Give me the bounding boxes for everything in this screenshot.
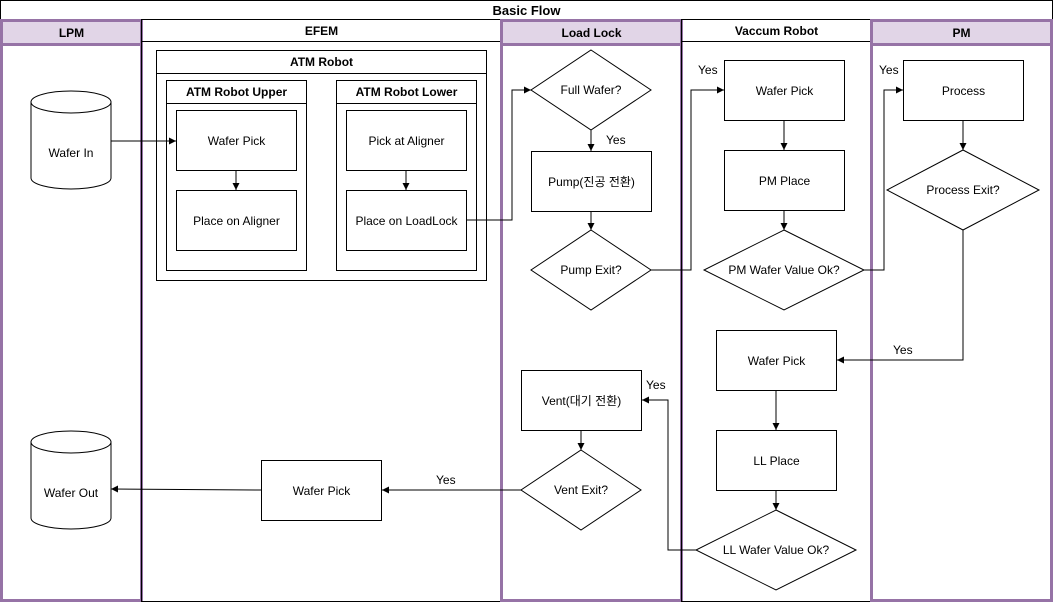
vent-exit-label: Vent Exit? xyxy=(554,483,608,497)
vr-wafer-pick-box[interactable]: Wafer Pick xyxy=(724,60,845,121)
edge-label-yes-pm-ok: Yes xyxy=(879,63,899,77)
wafer-out-cylinder[interactable]: Wafer Out xyxy=(30,430,112,530)
edge-pm-ok-to-process xyxy=(864,86,903,271)
edge-label-yes-pump: Yes xyxy=(698,63,718,77)
lane-pm: PM xyxy=(870,19,1053,602)
edge-label-yes-full: Yes xyxy=(606,133,626,147)
pump-exit-decision[interactable]: Pump Exit? xyxy=(530,229,652,311)
process-box[interactable]: Process xyxy=(903,60,1024,121)
efem-wafer-pick-out-box[interactable]: Wafer Pick xyxy=(261,460,382,521)
full-wafer-decision[interactable]: Full Wafer? xyxy=(530,49,652,131)
efem-wafer-pick-box[interactable]: Wafer Pick xyxy=(176,110,297,171)
lane-pm-header: PM xyxy=(873,22,1050,46)
vent-box[interactable]: Vent(대기 전환) xyxy=(521,370,642,431)
process-exit-label: Process Exit? xyxy=(926,183,1000,197)
lane-vaccum-robot-header: Vaccum Robot xyxy=(682,20,871,42)
pick-at-aligner-box[interactable]: Pick at Aligner xyxy=(346,110,467,171)
ll-wafer-value-ok-decision[interactable]: LL Wafer Value Ok? xyxy=(694,509,858,591)
edge-place-ll-to-full-wafer xyxy=(467,86,531,221)
wafer-in-cylinder[interactable]: Wafer In xyxy=(30,90,112,190)
edge-efem-pick-to-wafer-out xyxy=(110,485,262,493)
atm-robot-lower-header: ATM Robot Lower xyxy=(337,81,476,104)
wafer-out-label: Wafer Out xyxy=(44,486,99,500)
edge-process-exit-to-vr-pick2 xyxy=(837,230,964,364)
lane-efem-header: EFEM xyxy=(142,20,501,42)
pump-box[interactable]: Pump(진공 전환) xyxy=(531,151,652,212)
edge-pump-exit-to-vr-pick xyxy=(651,86,724,271)
edge-label-yes-ll-ok: Yes xyxy=(646,378,666,392)
edge-label-yes-process: Yes xyxy=(893,343,913,357)
pm-wafer-value-ok-decision[interactable]: PM Wafer Value Ok? xyxy=(702,229,866,311)
ll-wafer-value-ok-label: LL Wafer Value Ok? xyxy=(723,543,830,557)
place-on-aligner-box[interactable]: Place on Aligner xyxy=(176,190,297,251)
diagram-title-text: Basic Flow xyxy=(492,2,561,18)
process-exit-decision[interactable]: Process Exit? xyxy=(885,149,1041,231)
pm-wafer-value-ok-label: PM Wafer Value Ok? xyxy=(728,263,840,277)
lane-load-lock-header: Load Lock xyxy=(503,22,680,46)
lane-lpm-header: LPM xyxy=(3,22,140,46)
pump-exit-label: Pump Exit? xyxy=(560,263,622,277)
ll-place-box[interactable]: LL Place xyxy=(716,430,837,491)
atm-robot-upper-header: ATM Robot Upper xyxy=(167,81,306,104)
edge-ll-ok-to-vent xyxy=(642,396,696,551)
edge-label-yes-vent: Yes xyxy=(436,473,456,487)
vr-wafer-pick-2-box[interactable]: Wafer Pick xyxy=(716,330,837,391)
place-on-loadlock-box[interactable]: Place on LoadLock xyxy=(346,190,467,251)
full-wafer-label: Full Wafer? xyxy=(561,83,622,97)
atm-robot-group-header: ATM Robot xyxy=(157,51,486,74)
pm-place-box[interactable]: PM Place xyxy=(724,150,845,211)
wafer-in-label: Wafer In xyxy=(49,146,94,160)
vent-exit-decision[interactable]: Vent Exit? xyxy=(520,449,642,531)
